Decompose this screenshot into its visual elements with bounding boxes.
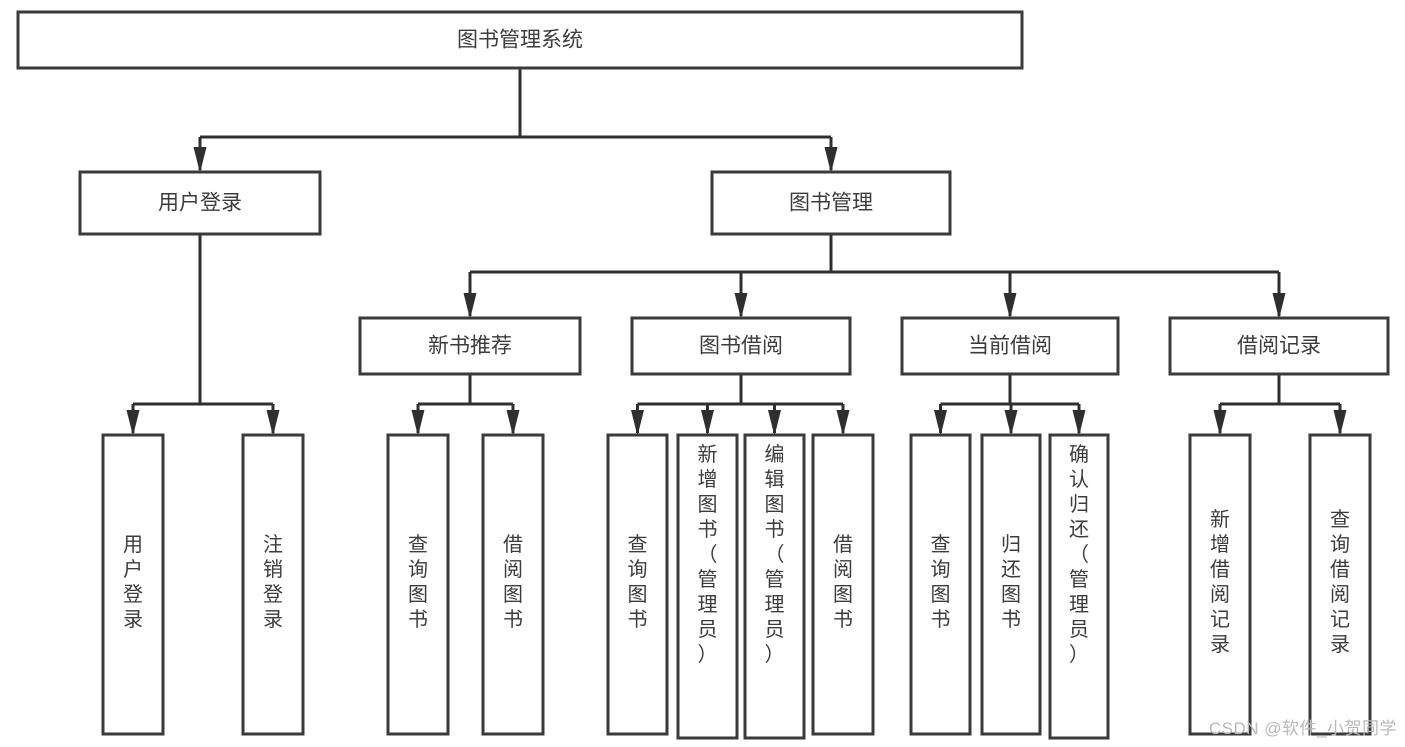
node-root-book-management-system-rect: [16, 10, 1024, 70]
node-level2-1-label: 用户登录: [158, 192, 242, 215]
node-level3-1-label: 新书推荐: [428, 335, 512, 358]
node-level2-2[interactable]: 图书管理: [710, 170, 952, 236]
arrow-head-icon: [126, 410, 140, 436]
node-leaf-6-label: 新增图书（管理员）: [698, 443, 718, 666]
arrow-head-icon: [1272, 293, 1286, 319]
node-level3-4-rect: [1168, 316, 1390, 376]
node-leaf-11-label: 确认归还（管理员）: [1069, 443, 1089, 666]
node-leaf-8-rect: [811, 433, 875, 736]
arrow-head-icon: [768, 410, 781, 436]
node-level3-4-label: 借阅记录: [1237, 335, 1321, 358]
arrow-head-icon: [506, 410, 520, 436]
node-leaf-4-rect: [481, 433, 545, 736]
arrow-head-icon: [1333, 410, 1347, 436]
node-leaf-3-rect: [386, 433, 450, 736]
node-level3-4[interactable]: 借阅记录: [1168, 316, 1390, 376]
node-level3-3-label: 当前借阅: [968, 335, 1052, 358]
node-leaf-7[interactable]: 编辑图书（管理员）: [743, 433, 806, 740]
node-leaf-9-label: 查询图书: [931, 533, 951, 631]
arrow-head-icon: [463, 293, 477, 319]
node-leaf-4[interactable]: 借阅图书: [481, 433, 545, 736]
node-leaf-13-label: 查询借阅记录: [1330, 508, 1350, 656]
arrow-head-icon: [266, 410, 280, 436]
arrow-head-icon: [934, 410, 947, 436]
node-leaf-1[interactable]: 用户登录: [101, 433, 165, 736]
node-leaf-11-rect: [1048, 433, 1110, 740]
arrow-head-icon: [411, 410, 425, 436]
node-level2-2-label: 图书管理: [789, 192, 873, 215]
node-root-book-management-system-label: 图书管理系统: [457, 29, 583, 52]
node-level3-3[interactable]: 当前借阅: [900, 316, 1120, 376]
node-level3-2-label: 图书借阅: [699, 335, 783, 358]
node-leaf-6-rect: [676, 433, 739, 740]
node-level2-1-rect: [78, 170, 322, 236]
node-leaf-12-label: 新增借阅记录: [1210, 508, 1230, 656]
node-leaf-12[interactable]: 新增借阅记录: [1188, 433, 1252, 736]
node-leaf-11[interactable]: 确认归还（管理员）: [1048, 433, 1110, 740]
node-leaf-10-label: 归还图书: [1001, 533, 1021, 631]
arrow-head-icon: [701, 410, 714, 436]
node-leaf-12-rect: [1188, 433, 1252, 736]
node-leaf-4-label: 借阅图书: [503, 533, 523, 631]
node-leaf-3[interactable]: 查询图书: [386, 433, 450, 736]
node-level3-1-rect: [358, 316, 582, 376]
node-root-book-management-system[interactable]: 图书管理系统: [16, 10, 1024, 70]
node-leaf-3-label: 查询图书: [408, 533, 428, 631]
node-level3-1[interactable]: 新书推荐: [358, 316, 582, 376]
node-level3-2-rect: [630, 316, 852, 376]
node-leaf-1-label: 用户登录: [123, 534, 143, 631]
arrow-head-icon: [836, 410, 850, 436]
node-leaf-2-rect: [241, 433, 305, 736]
node-level2-1[interactable]: 用户登录: [78, 170, 322, 236]
node-leaf-2-label: 注销登录: [263, 533, 283, 631]
node-level2-2-rect: [710, 170, 952, 236]
node-leaf-1-rect: [101, 433, 165, 736]
node-leaf-8-label: 借阅图书: [833, 533, 853, 631]
arrow-head-icon: [631, 410, 644, 436]
connector-layer: [126, 68, 1347, 436]
arrow-head-icon: [193, 147, 207, 173]
node-leaf-9-rect: [909, 433, 972, 736]
node-leaf-5-rect: [606, 433, 669, 736]
node-leaf-10[interactable]: 归还图书: [980, 433, 1042, 736]
node-leaf-2[interactable]: 注销登录: [241, 433, 305, 736]
csdn-watermark: CSDN @软件_小贺同学: [1208, 719, 1397, 738]
arrow-head-icon: [1213, 410, 1227, 436]
node-leaf-7-rect: [743, 433, 806, 740]
node-leaf-8[interactable]: 借阅图书: [811, 433, 875, 736]
arrow-head-icon: [734, 293, 748, 319]
node-leaf-7-label: 编辑图书（管理员）: [765, 443, 785, 666]
node-level3-3-rect: [900, 316, 1120, 376]
arrow-head-icon: [1003, 293, 1017, 319]
arrow-head-icon: [1004, 410, 1018, 436]
node-leaf-9[interactable]: 查询图书: [909, 433, 972, 736]
node-leaf-13[interactable]: 查询借阅记录: [1308, 433, 1372, 736]
node-leaf-10-rect: [980, 433, 1042, 736]
node-level3-2[interactable]: 图书借阅: [630, 316, 852, 376]
node-leaf-13-rect: [1308, 433, 1372, 736]
node-leaf-5[interactable]: 查询图书: [606, 433, 669, 736]
arrow-head-icon: [824, 147, 838, 173]
node-layer: 图书管理系统用户登录图书管理新书推荐图书借阅当前借阅借阅记录用户登录注销登录查询…: [16, 10, 1390, 740]
node-leaf-6[interactable]: 新增图书（管理员）: [676, 433, 739, 740]
node-leaf-5-label: 查询图书: [628, 533, 648, 631]
arrow-head-icon: [1072, 410, 1086, 436]
